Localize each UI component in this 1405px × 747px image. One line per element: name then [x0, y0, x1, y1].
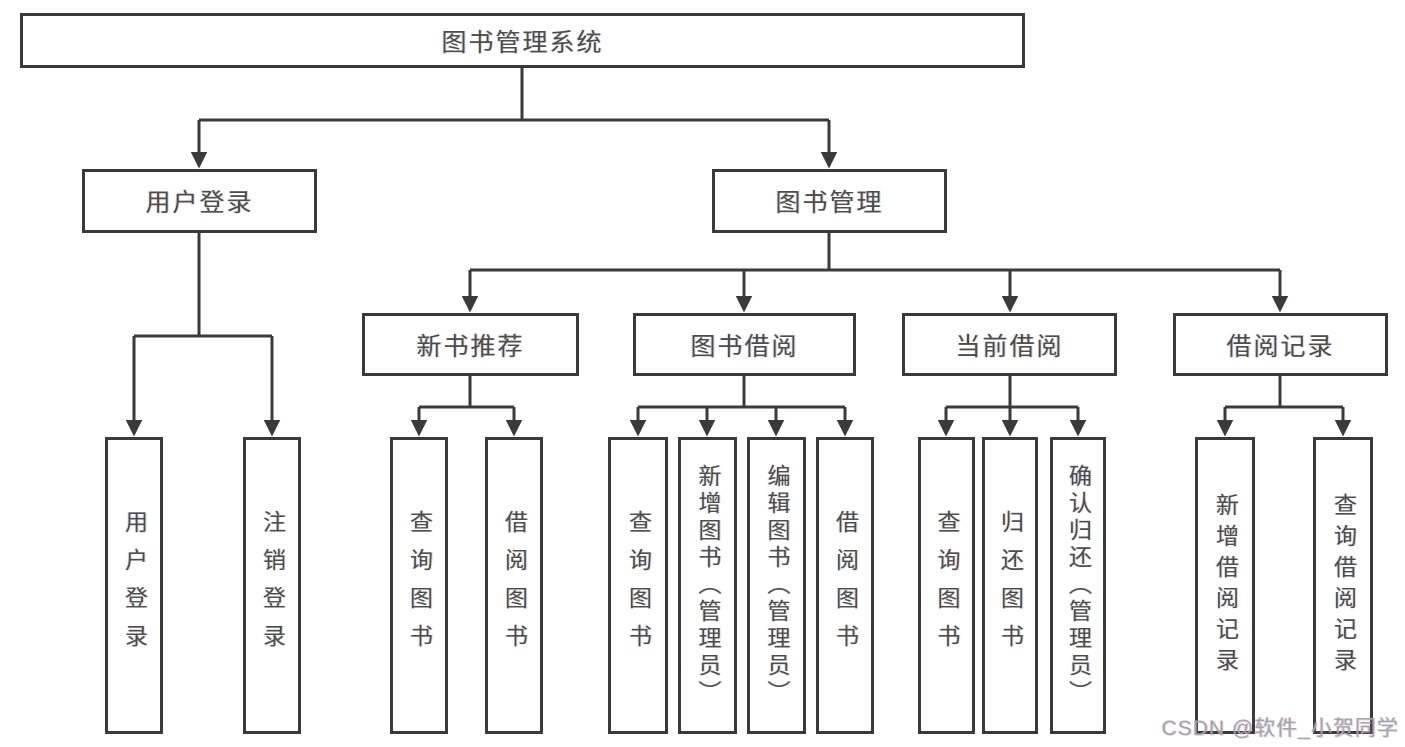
leaf-logout-label: 注销登录: [259, 509, 286, 662]
leaf-user-login-label: 用户登录: [121, 509, 148, 662]
leaf-edit-books-admin-label: 编辑图书（管理员）: [764, 464, 790, 707]
leaf-add-borrow-record: 新增借阅记录: [1195, 437, 1255, 734]
node-book-borrow-label: 图书借阅: [690, 332, 799, 361]
node-new-book-recommend: 新书推荐: [362, 313, 579, 376]
leaf-query-books-recommend-label: 查询图书: [406, 509, 433, 662]
leaf-add-books-admin-label: 新增图书（管理员）: [695, 464, 721, 707]
node-current-borrow: 当前借阅: [902, 313, 1117, 376]
leaf-return-books: 归还图书: [982, 437, 1038, 734]
node-current-borrow-label: 当前借阅: [955, 332, 1064, 361]
node-root-system: 图书管理系统: [20, 13, 1025, 68]
leaf-query-borrow-record: 查询借阅记录: [1313, 437, 1373, 734]
leaf-query-borrow-record-label: 查询借阅记录: [1330, 492, 1357, 679]
node-borrow-records: 借阅记录: [1173, 313, 1388, 376]
node-book-borrow: 图书借阅: [633, 313, 856, 376]
node-user-login-label: 用户登录: [145, 189, 254, 217]
leaf-add-books-admin: 新增图书（管理员）: [678, 437, 737, 734]
leaf-confirm-return-admin: 确认归还（管理员）: [1050, 437, 1106, 734]
leaf-logout: 注销登录: [243, 437, 301, 734]
leaf-confirm-return-admin-label: 确认归还（管理员）: [1065, 464, 1092, 707]
node-borrow-records-label: 借阅记录: [1226, 332, 1335, 361]
node-root-system-label: 图书管理系统: [441, 28, 604, 57]
node-user-login: 用户登录: [82, 169, 317, 233]
leaf-add-borrow-record-label: 新增借阅记录: [1212, 492, 1239, 679]
leaf-borrow-books-recommend: 借阅图书: [485, 437, 543, 734]
leaf-return-books-label: 归还图书: [997, 509, 1024, 662]
leaf-query-books-current: 查询图书: [918, 437, 975, 734]
leaf-borrow-books: 借阅图书: [816, 437, 874, 734]
leaf-borrow-books-recommend-label: 借阅图书: [501, 509, 528, 662]
leaf-edit-books-admin: 编辑图书（管理员）: [747, 437, 806, 734]
leaf-query-books-borrow-label: 查询图书: [625, 509, 652, 662]
watermark: CSDN @软件_小贺同学: [1161, 717, 1399, 740]
leaf-user-login: 用户登录: [105, 437, 163, 734]
leaf-query-books-current-label: 查询图书: [934, 509, 960, 662]
leaf-query-books-recommend: 查询图书: [390, 437, 448, 734]
node-new-book-recommend-label: 新书推荐: [416, 332, 525, 361]
leaf-borrow-books-label: 借阅图书: [832, 509, 859, 662]
node-book-management: 图书管理: [712, 169, 947, 233]
leaf-query-books-borrow: 查询图书: [608, 437, 668, 734]
node-book-management-label: 图书管理: [775, 189, 884, 217]
